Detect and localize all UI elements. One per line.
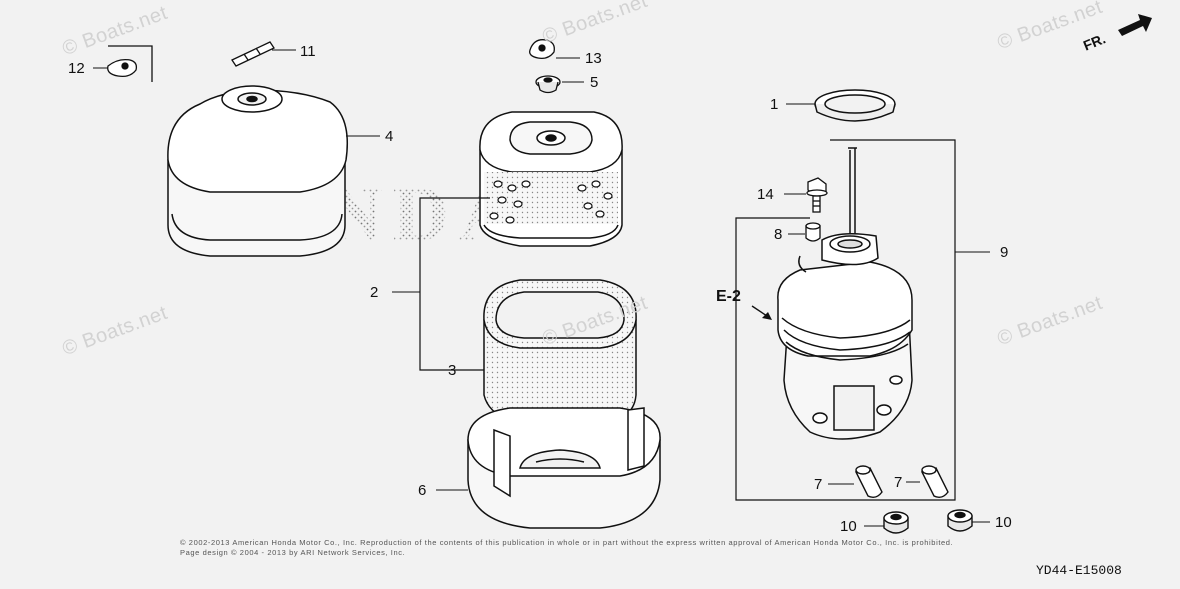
part-8-collar: [805, 222, 821, 242]
callout-13: 13: [585, 50, 602, 67]
callout-12: 12: [68, 60, 85, 77]
part-3-outer-foam: [483, 279, 637, 425]
part-5-grommet: [535, 75, 561, 94]
part-2-element-assembly: [479, 111, 623, 247]
callout-2: 2: [370, 284, 379, 301]
callout-5: 5: [590, 74, 599, 91]
part-10-grommet-left: [883, 511, 909, 534]
part-6-air-cleaner-case: [467, 407, 661, 529]
callout-7-right: 7: [894, 474, 903, 491]
bracket-9: [735, 139, 956, 501]
part-12-bracket: [108, 45, 153, 82]
callout-14: 14: [757, 186, 774, 203]
callout-e2: E-2: [716, 288, 741, 305]
part-12-clip: [107, 58, 138, 78]
callout-6: 6: [418, 482, 427, 499]
part-7-tube-right: [920, 465, 949, 499]
callout-10-left: 10: [840, 518, 857, 535]
part-11-clip: [231, 41, 275, 67]
part-10-grommet-right: [947, 509, 973, 532]
copyright-line-2: Page design © 2004 - 2013 by ARI Network…: [180, 548, 406, 557]
copyright-notice: © 2002-2013 American Honda Motor Co., In…: [180, 538, 1040, 558]
callout-7-left: 7: [814, 476, 823, 493]
callout-3: 3: [448, 362, 457, 379]
part-13-clip: [529, 39, 555, 60]
callout-1: 1: [770, 96, 779, 113]
part-9-air-cleaner-elbow: [777, 147, 913, 440]
part-14-bolt: [806, 177, 828, 213]
e2-reference-arrow: [751, 305, 772, 320]
part-1-gasket: [814, 89, 896, 122]
bracket-2-3: [419, 197, 490, 371]
callout-9: 9: [1000, 244, 1009, 261]
front-direction-arrow: [1118, 14, 1152, 36]
callout-4: 4: [385, 128, 394, 145]
callout-10-right: 10: [995, 514, 1012, 531]
part-7-tube-left: [854, 465, 883, 499]
callout-11: 11: [300, 43, 316, 60]
copyright-line-1: © 2002-2013 American Honda Motor Co., In…: [180, 538, 954, 547]
part-4-air-cleaner-cover: [167, 85, 349, 257]
drawing-code: YD44-E15008: [1036, 563, 1122, 578]
callout-8: 8: [774, 226, 783, 243]
